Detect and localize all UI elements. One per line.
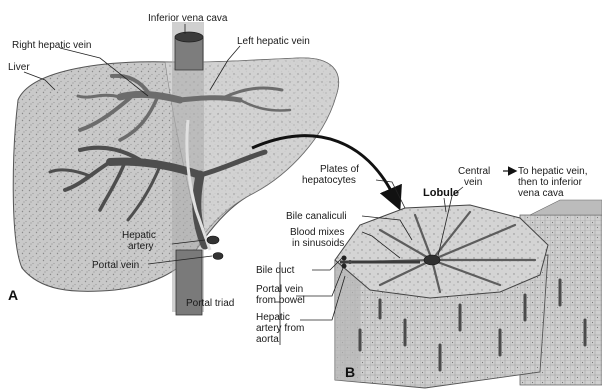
label-right-hepatic-vein: Right hepatic vein: [12, 40, 92, 51]
label-hepatic-artery-aorta-line2: artery from: [256, 323, 304, 334]
label-inferior-vena-cava: Inferior vena cava: [148, 13, 228, 24]
panel-label-b: B: [345, 364, 355, 380]
panel-label-a: A: [8, 287, 18, 303]
label-to-hepatic-line2: then to inferior: [518, 177, 583, 188]
label-hepatic-artery-aorta-line3: aorta: [256, 334, 279, 345]
label-to-hepatic-line3: vena cava: [518, 188, 564, 199]
label-bile-duct: Bile duct: [256, 265, 295, 276]
label-portal-vein-bowel-line2: from bowel: [256, 295, 305, 306]
label-lobule: Lobule: [423, 187, 459, 199]
label-left-hepatic-vein: Left hepatic vein: [237, 36, 310, 47]
label-blood-mixes-line1: Blood mixes: [290, 227, 344, 238]
label-portal-vein: Portal vein: [92, 260, 139, 271]
lobule-illustration: [335, 200, 602, 388]
label-bile-canaliculi: Bile canaliculi: [286, 211, 347, 222]
label-plates-line2: hepatocytes: [302, 175, 356, 186]
label-hepatic-artery-line2: artery: [128, 241, 154, 252]
label-portal-triad: Portal triad: [186, 298, 234, 309]
label-to-hepatic-line1: To hepatic vein,: [518, 166, 588, 177]
label-hepatic-artery-line1: Hepatic: [122, 230, 156, 241]
label-central-vein-line2: vein: [464, 177, 482, 188]
label-blood-mixes-line2: in sinusoids: [292, 238, 344, 249]
label-plates-line1: Plates of: [320, 164, 359, 175]
label-hepatic-artery-aorta-line1: Hepatic: [256, 312, 290, 323]
label-portal-vein-bowel-line1: Portal vein: [256, 284, 303, 295]
label-central-vein-line1: Central: [458, 166, 490, 177]
label-liver: Liver: [8, 62, 30, 73]
